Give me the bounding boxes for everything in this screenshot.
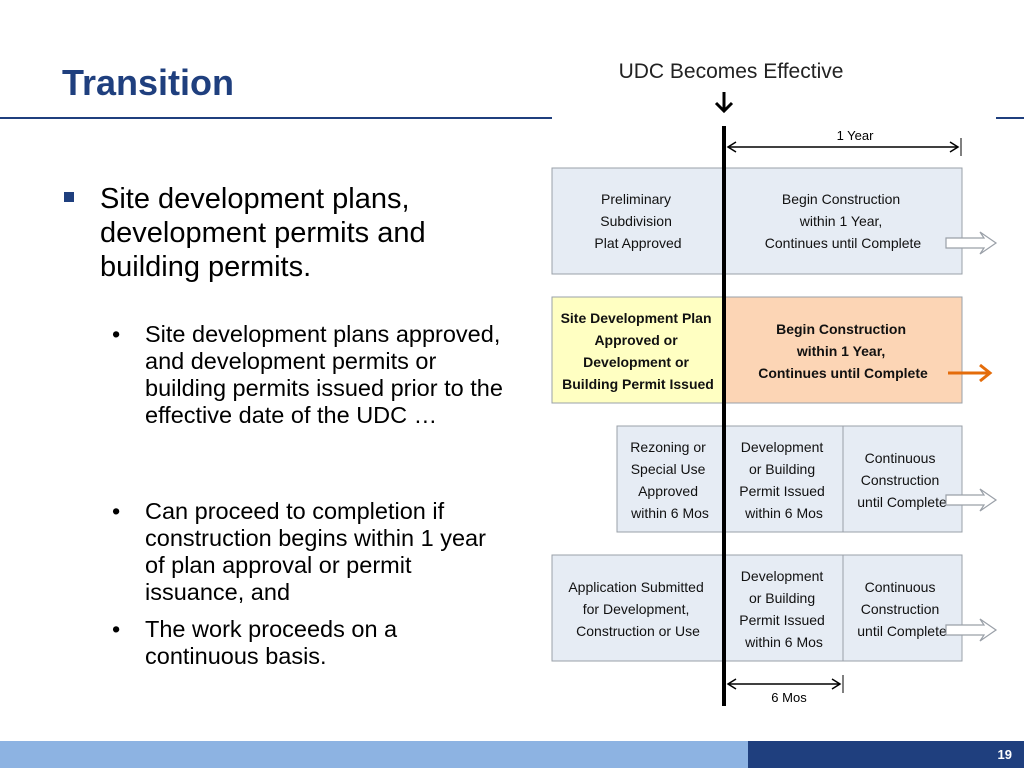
sub-bullet-text: The work proceeds on a continuous basis. [145, 616, 398, 669]
row2-left-text: Site Development Plan Approved or Develo… [561, 310, 716, 392]
sub-bullet-text: Can proceed to completion if constructio… [145, 498, 486, 605]
six-months-span: 6 Mos [726, 675, 844, 705]
page-number: 19 [997, 747, 1012, 762]
row-site-development-plan: Site Development Plan Approved or Develo… [551, 296, 993, 404]
row4-right-text: Continuous Construction until Complete [857, 579, 947, 639]
sub-bullet-text: Site development plans approved, and dev… [145, 321, 503, 428]
slide-title: Transition [62, 62, 235, 103]
title-underline-right [996, 117, 1024, 119]
row4-left-text: Application Submitted for Development, C… [568, 579, 707, 639]
outline-arrow-icon [945, 488, 998, 512]
row-application-submitted: Application Submitted for Development, C… [551, 554, 998, 662]
square-bullet-icon [64, 192, 74, 202]
sub-bullet: • Site development plans approved, and d… [112, 321, 512, 429]
row1-left-text: Preliminary Subdivision Plat Approved [594, 191, 681, 251]
row3-middle-text: Development or Building Permit Issued wi… [739, 439, 828, 521]
row1-right-text: Begin Construction within 1 Year, Contin… [765, 191, 922, 251]
outline-arrow-icon [945, 618, 998, 642]
bullet-dot-icon: • [112, 321, 121, 347]
sub-bullet: • Can proceed to completion if construct… [112, 498, 512, 606]
sub-bullet: • The work proceeds on a continuous basi… [112, 616, 512, 670]
main-bullet: Site development plans, development perm… [64, 182, 494, 284]
orange-arrow-icon [948, 363, 993, 383]
row3-right-text: Continuous Construction until Complete [857, 450, 947, 510]
row3-left-text: Rezoning or Special Use Approved within … [630, 439, 710, 521]
footer-bar-dark [748, 741, 1024, 768]
one-year-label: 1 Year [837, 128, 875, 143]
diagram-header: UDC Becomes Effective [619, 60, 844, 83]
row2-right-text: Begin Construction within 1 Year, Contin… [758, 321, 928, 381]
main-bullet-text: Site development plans, development perm… [100, 183, 426, 283]
one-year-span: 1 Year [726, 128, 962, 156]
row4-middle-text: Development or Building Permit Issued wi… [739, 568, 828, 650]
bullet-dot-icon: • [112, 498, 121, 524]
bullet-dot-icon: • [112, 616, 121, 642]
six-months-label: 6 Mos [771, 690, 807, 705]
down-arrow-icon [714, 92, 734, 114]
outline-arrow-icon [945, 231, 998, 255]
row-rezoning: Rezoning or Special Use Approved within … [616, 425, 998, 533]
title-underline [0, 117, 552, 119]
row-preliminary-plat: Preliminary Subdivision Plat Approved Be… [551, 167, 998, 275]
